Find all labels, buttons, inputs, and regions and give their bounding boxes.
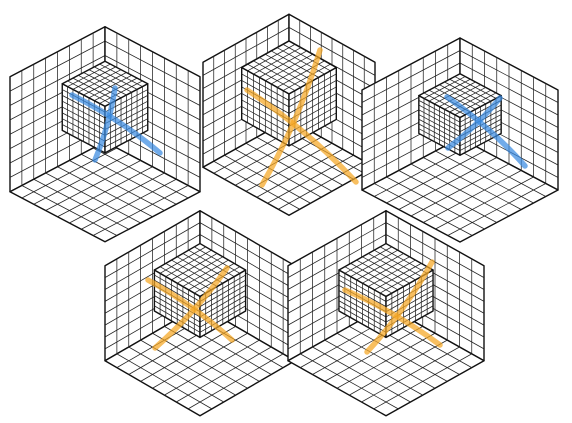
cube-module-top-center (203, 14, 375, 215)
cube-module-bottom-right (288, 211, 484, 416)
cube-module-bottom-left (105, 211, 295, 416)
cube-modules (10, 14, 558, 416)
cube-module-top-right (362, 38, 558, 242)
cube-module-top-left (10, 27, 200, 242)
